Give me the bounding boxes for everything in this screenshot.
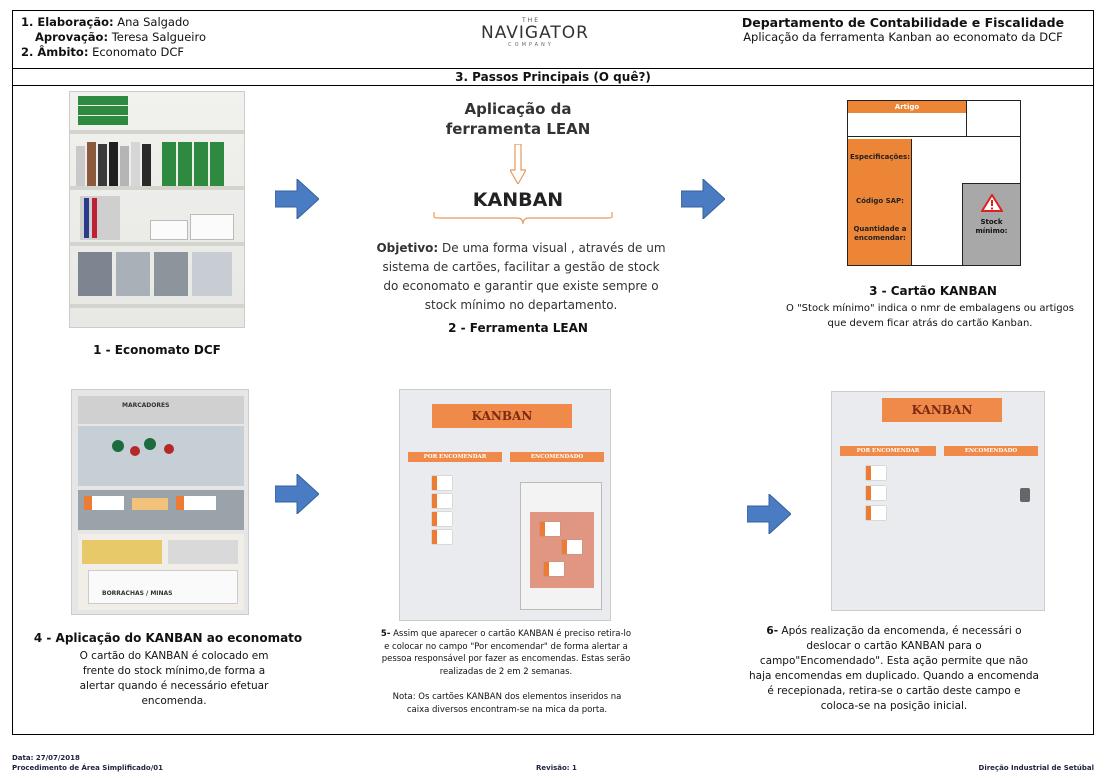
kanban-board-photo-step5: KANBAN POR ENCOMENDAR ENCOMENDADO [399,389,611,621]
aprovacao-label: Aprovação: [35,30,109,44]
step4-caption: 4 - Aplicação do KANBAN ao economato [33,631,303,645]
aprovacao-value: Teresa Salgueiro [111,30,207,44]
step6-text: 6- Após realização da encomenda, é neces… [749,624,1039,714]
board-col-por-encomendar: POR ENCOMENDAR [408,452,502,462]
down-arrow-icon [510,144,526,184]
objective-body: De uma forma visual , através de um sist… [382,241,666,312]
arrow-right-icon [747,494,791,534]
arrow-right-icon [275,474,319,514]
elaboracao-label: 1. Elaboração: [21,15,114,29]
footer-date: Data: 27/07/2018 [12,754,80,762]
card-artigo-field: Artigo [848,101,966,113]
card-quantidade: Quantidade a encomendar: [853,225,907,242]
board-col-encomendado: ENCOMENDADO [944,446,1038,456]
board-title-step6: KANBAN [882,398,1002,422]
step5-note: Nota: Os cartões KANBAN dos elementos in… [392,692,622,715]
kanban-board-photo-step6: KANBAN POR ENCOMENDAR ENCOMENDADO [831,391,1045,611]
step6-number: 6- [766,625,779,637]
footer-date-procedure: Data: 27/07/2018 Procedimento de Área Si… [12,753,163,773]
step5-text: 5- Assim que aparecer o cartão KANBAN é … [377,628,635,678]
kanban-drawer-photo: MARCADORES BORRACHAS / MINAS [71,389,249,615]
lean-heading-line2: ferramenta LEAN [445,120,591,138]
lean-heading: Aplicação da ferramenta LEAN [443,99,593,139]
card-especificacoes: Especificações: [850,153,910,161]
header-authorship: 1. Elaboração: Ana Salgado Aprovação: Te… [21,15,206,60]
card-left-column: Especificações: Código SAP: Quantidade a… [848,139,912,265]
photo-label-borrachas: BORRACHAS / MINAS [102,590,173,597]
ambito-value: Economato DCF [92,45,184,59]
logo-company: COMPANY [508,42,554,48]
header-title-block: Departamento de Contabilidade e Fiscalid… [723,15,1083,45]
card-top-right-box [966,101,1020,137]
document-subtitle: Aplicação da ferramenta Kanban ao econom… [743,30,1063,44]
warning-icon [979,193,1004,212]
step1-caption: 1 - Economato DCF [93,343,221,357]
department-title: Departamento de Contabilidade e Fiscalid… [741,15,1065,30]
ambito-label: 2. Âmbito: [21,45,89,59]
board-col-por-encomendar: POR ENCOMENDAR [840,446,936,456]
step3-caption: 3 - Cartão KANBAN [869,284,997,298]
navigator-logo: THE NAVIGATOR COMPANY [481,17,589,48]
board-col-encomendado: ENCOMENDADO [510,452,604,462]
step5-body: Assim que aparecer o cartão KANBAN é pre… [381,629,632,677]
objective-text: Objetivo: De uma forma visual , através … [375,239,667,315]
card-stock-minimo: Stock mínimo: [975,218,1008,235]
logo-name: NAVIGATOR [481,23,589,43]
footer-procedure: Procedimento de Área Simplificado/01 [12,764,164,772]
footer-direction: Direção Industrial de Setúbal [978,764,1094,772]
board-title-step5: KANBAN [432,404,572,428]
elaboracao-value: Ana Salgado [117,15,190,29]
card-artigo-blank [848,113,966,137]
card-codigo-sap: Código SAP: [855,197,904,205]
arrow-right-icon [275,179,319,219]
economato-shelf-photo [69,91,245,328]
kanban-card-diagram: Artigo Especificações: Código SAP: Quant… [847,100,1021,266]
section-title: 3. Passos Principais (O quê?) [13,69,1093,86]
document-frame: 1. Elaboração: Ana Salgado Aprovação: Te… [12,10,1094,735]
kanban-word: KANBAN [472,189,564,211]
brace-icon [433,212,613,225]
photo-label-marcadores: MARCADORES [122,402,170,409]
step4-description: O cartão do KANBAN é colocado em frente … [79,650,269,707]
step3-description: O "Stock mínimo" indica o nmr de embalag… [786,303,1074,329]
step2-caption: 2 - Ferramenta LEAN [448,321,588,335]
step5-number: 5- [380,629,391,639]
lean-heading-line1: Aplicação da [464,100,572,118]
arrow-right-icon [681,179,725,219]
objective-label: Objetivo: [376,241,439,255]
footer-revision: Revisão: 1 [536,764,577,772]
card-stock-minimo-box: Stock mínimo: [962,183,1020,265]
logo-the: THE [522,17,540,24]
document-header: 1. Elaboração: Ana Salgado Aprovação: Te… [13,11,1093,69]
step6-body: Após realização da encomenda, é necessár… [749,625,1039,712]
